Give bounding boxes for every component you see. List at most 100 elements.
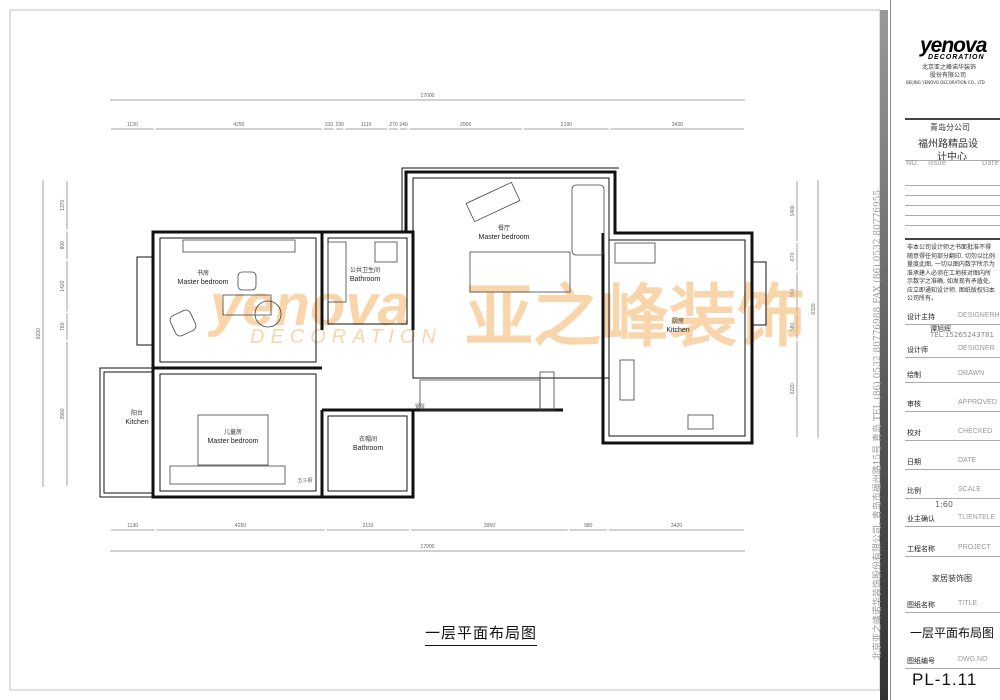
drawing-caption: 一层平面布局图 (425, 622, 538, 646)
title-row-divider (905, 498, 1000, 499)
child-label-cn: 儿童房 (224, 428, 242, 436)
title-row-en: DWG.NO (958, 656, 988, 663)
kitchen-label-cn: 厨房 (672, 317, 684, 325)
title-row-divider (905, 469, 1000, 470)
designer-name: 谭旭辉 (930, 325, 951, 333)
title-row-divider (905, 382, 1000, 383)
company-cn: 北京亚之峰诺华装饰 (922, 64, 977, 71)
title-row-divider (905, 357, 1000, 358)
title-row-en: SCALE (958, 486, 981, 493)
title-row-label: 比例 (907, 487, 921, 495)
issue-row (905, 205, 1000, 206)
dim-label: 1420 (60, 280, 66, 291)
staircase (419, 379, 541, 411)
drawing-number: PL-1.11 (912, 670, 978, 689)
dim-label: 3950 (484, 523, 495, 529)
dim-label: 1130 (127, 122, 138, 128)
dim-label: 670 (790, 252, 796, 261)
title-row-label: 日期 (907, 458, 921, 466)
dim-total-label: 17000 (421, 93, 435, 99)
dim-label: 1110 (361, 122, 372, 128)
dim-label: 980 (584, 523, 593, 529)
dim-total-label: 6320 (811, 303, 817, 314)
shower (374, 241, 398, 263)
furniture (169, 181, 714, 485)
bed (197, 414, 269, 466)
dim-label: 4250 (233, 122, 244, 128)
dim-label: 1130 (127, 523, 138, 529)
title-divider (905, 160, 1000, 161)
dim-label: 2110 (363, 523, 374, 529)
branch: 青岛分公司 (930, 123, 970, 132)
title-row-en: PROJECT (958, 544, 991, 551)
dim-label: 3960 (60, 408, 66, 419)
center-line1: 福州路精品设 (918, 139, 978, 150)
scale-value: 1:60 (935, 500, 953, 509)
title-row-label: 绘制 (907, 371, 921, 379)
dining-table (469, 251, 571, 293)
dim-total-label: 17000 (421, 544, 435, 550)
dim-label: 230 (335, 122, 344, 128)
dining-label-en: Master bedroom (479, 234, 530, 241)
sofa (571, 184, 605, 256)
issue-row (905, 215, 1000, 216)
dim-label: 1400 (790, 205, 796, 216)
watermark-cn: 亚之峰装饰 (465, 278, 805, 357)
closet-label-cn: 衣帽间 (359, 435, 377, 443)
watermark-brand: yenova (207, 273, 410, 338)
dim-label: 3420 (672, 122, 683, 128)
title-row-divider (905, 526, 1000, 527)
desk-chair (237, 271, 257, 291)
study-label-en: Master bedroom (178, 279, 229, 286)
dim-label: 2190 (561, 122, 572, 128)
bath-label-en: Bathroom (350, 276, 381, 283)
dim-label: 240 (399, 122, 408, 128)
title-row-divider (905, 668, 1000, 669)
issue-row (905, 195, 1000, 196)
title-row-label: 设计师 (907, 346, 928, 354)
dim-label: 960 (790, 288, 796, 297)
room-labels: 书房 Master bedroom 公共卫生间 Bathroom 餐厅 Mast… (125, 224, 689, 484)
title-row-label: 设计主持 (907, 313, 935, 321)
title-row-label: 校对 (907, 429, 921, 437)
sink (619, 359, 635, 401)
issue-no-header: NO. (906, 159, 919, 167)
center-line2: 计中心 (937, 152, 967, 163)
title-row-en: DATE (958, 457, 977, 464)
side-strip (880, 10, 888, 700)
dim-label: 780 (60, 322, 66, 331)
cabinet-x (539, 371, 555, 411)
study-label-cn: 书房 (197, 269, 209, 277)
title-row-en: TITLE (958, 600, 978, 607)
logo-sub: DECORATION (928, 54, 985, 61)
title-row-label: 图纸编号 (907, 657, 935, 665)
notice-text: 非本公司设计师之书面批准不得随意得任何部分翻印. 切勿以比例量度此图, 一切以图… (907, 244, 995, 302)
title-row-en: DESIGNER (958, 345, 995, 352)
watermark-sub: DECORATION (250, 326, 442, 348)
bookshelf (182, 239, 296, 253)
issue-row (905, 185, 1000, 186)
dim-total-label: 8200 (36, 328, 42, 339)
title-row-label: 图纸名称 (907, 601, 935, 609)
side-strip-text: 北京亚之峰诺华装饰股份有限公司, 青岛市福州路15号 青岛 TEL (86) 0… (873, 189, 883, 660)
closet-label-en: Bathroom (353, 445, 384, 452)
title-row-en: DESIGNERHOST (958, 312, 1000, 319)
title-row-divider (905, 324, 1000, 325)
title-row-en: DRAWN (958, 370, 985, 377)
round-rug (254, 300, 282, 328)
desk (222, 294, 272, 316)
walls (99, 167, 767, 499)
balcony-label-en: Kitchen (125, 419, 148, 426)
dim-label: 2220 (790, 383, 796, 394)
title-row-en: TLIENTELE (958, 514, 996, 521)
watermark: yenova DECORATION 亚之峰装饰 (207, 273, 805, 357)
title-row-divider (905, 411, 1000, 412)
dim-label: 800 (60, 241, 66, 250)
issue-header: Issue (928, 159, 947, 167)
title-row-divider (905, 440, 1000, 441)
stair-label: 钢琴 (415, 403, 425, 410)
dim-label: 3420 (671, 523, 682, 529)
dim-label: 2900 (460, 122, 471, 128)
